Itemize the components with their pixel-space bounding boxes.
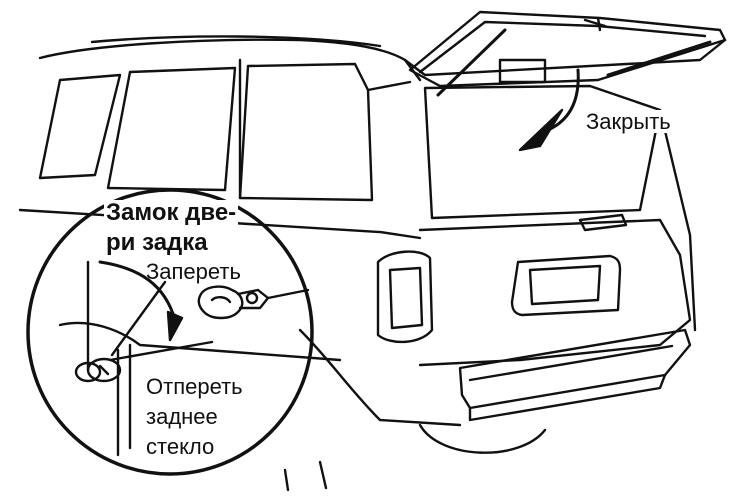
lock-arrow-icon	[98, 260, 177, 322]
unlock-label-line-3: стекло	[144, 434, 217, 459]
door-panel-step	[116, 343, 132, 457]
car-roof-rear	[403, 38, 727, 77]
car-body-lower	[298, 328, 462, 427]
rear-opening	[423, 84, 662, 220]
gas-strut-left	[436, 28, 507, 97]
plate-recess	[510, 254, 622, 317]
side-window-3	[238, 62, 374, 202]
rear-wheel	[418, 423, 547, 454]
lock-arrow-head	[166, 310, 184, 342]
taillight-inner	[388, 266, 424, 330]
car-roof-rail	[90, 35, 382, 48]
rear-body-edge	[658, 108, 697, 332]
close-arrow-head	[518, 108, 564, 152]
bumper-lower	[468, 373, 667, 422]
lock-cylinder-icon	[74, 357, 122, 383]
rear-bumper-step	[468, 344, 674, 382]
rear-bumper	[458, 328, 692, 410]
lock-title-line-1: Замок две-	[104, 199, 239, 226]
detail-circle	[26, 188, 314, 476]
side-window-1	[38, 73, 122, 180]
car-roof	[38, 38, 422, 82]
lock-leader	[110, 280, 167, 357]
close-label: Закрыть	[584, 109, 673, 134]
tailgate-glass-inner	[418, 20, 707, 74]
taillight	[376, 250, 434, 344]
tailgate-glass	[408, 10, 727, 88]
ground-mark	[283, 460, 328, 492]
gate-handle	[578, 213, 628, 232]
unlock-label-line-2: заднее	[144, 404, 220, 429]
lock-label: Запереть	[146, 259, 241, 284]
lock-title-line-2: ри задка	[104, 229, 210, 256]
gate-hinge	[583, 16, 607, 32]
gas-strut-right	[606, 40, 712, 77]
side-window-frame	[238, 58, 412, 200]
key-icon	[197, 285, 310, 320]
close-arrow-icon	[546, 68, 580, 132]
door-panel-edge	[58, 260, 342, 372]
rear-body	[418, 218, 692, 367]
unlock-leader	[108, 340, 214, 362]
gate-latch	[498, 58, 547, 84]
unlock-label-line-1: Отпереть	[144, 374, 245, 399]
plate-recess-inner	[528, 264, 602, 306]
side-window-2	[106, 66, 237, 192]
